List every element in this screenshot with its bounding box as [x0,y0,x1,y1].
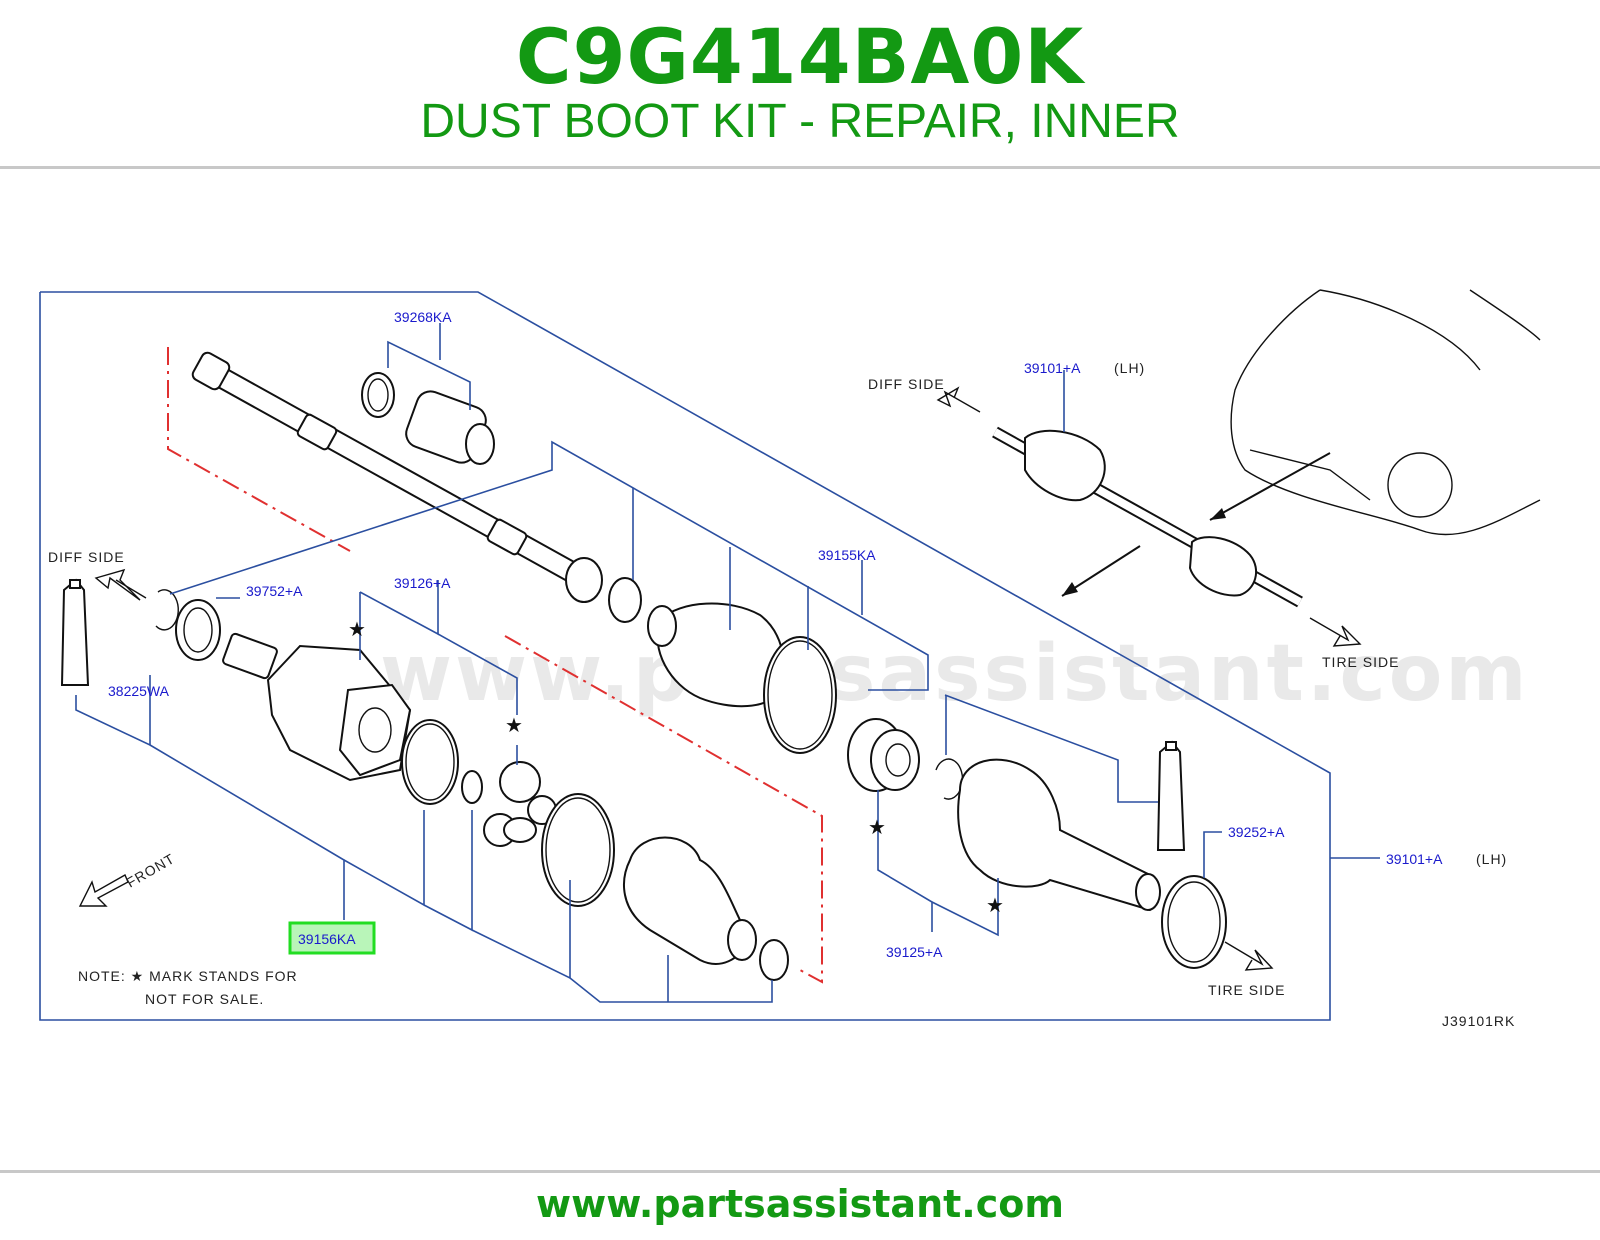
arrow-tire-side-top [1309,617,1362,647]
dust-shield-seal[interactable] [1161,875,1227,969]
dynamic-damper[interactable] [402,387,495,466]
header: C9G414BA0K DUST BOOT KIT - REPAIR, INNER [0,0,1600,168]
exploded-parts-diagram: www.partsassistant.com [39,289,1541,1029]
leader-39125A-left [877,790,933,932]
part-label-39155KA[interactable]: 39155KA [818,547,876,563]
diagram-frame [39,291,1331,1021]
arrow-diff-side-left [94,568,147,601]
arrow-front [78,874,129,907]
part-label-38225WA[interactable]: 38225WA [108,683,170,699]
snap-ring[interactable] [461,770,483,804]
lh-label-top: (LH) [1114,360,1145,376]
oil-seal[interactable] [175,599,221,661]
leader-39268KA [387,340,471,410]
ball-cage[interactable] [847,718,920,792]
not-for-sale-star: ★ [505,715,523,737]
pointer-arrowhead-vehicle [1210,508,1226,520]
leader-39156KA [149,744,345,920]
header-divider [0,166,1600,169]
part-description: DUST BOOT KIT - REPAIR, INNER [420,95,1180,148]
leader-snap-ring [423,810,473,932]
part-label-39101A-right[interactable]: 39101+A [1386,851,1443,867]
note-line-1: NOTE: ★ MARK STANDS FOR [78,968,298,984]
part-label-39252A[interactable]: 39252+A [1228,824,1285,840]
outer-joint-assembly[interactable] [957,758,1161,912]
part-label-39156KA[interactable]: 39156KA [298,931,356,947]
circlip-outer[interactable] [935,758,964,800]
grease-tube-right[interactable] [1156,740,1186,851]
vehicle-outline [1230,289,1541,536]
part-number: C9G414BA0K [515,12,1085,101]
guide-line-shaft [167,347,351,552]
inner-joint-housing[interactable] [222,632,412,782]
not-for-sale-star: ★ [348,619,366,641]
leader-39752-frame [169,440,929,691]
part-label-39752A[interactable]: 39752+A [246,583,303,599]
leader-39125A-right [931,878,999,937]
pointer-arrowhead-shaft [1062,582,1078,596]
o-ring[interactable] [401,719,459,805]
front-label: FRONT [124,850,178,890]
boot-band-inner-small[interactable] [759,939,789,981]
note-line-2: NOT FOR SALE. [145,991,264,1007]
leader-o-ring [343,810,425,907]
watermark: www.partsassistant.com [380,629,1530,719]
diff-side-label-right: DIFF SIDE [868,376,945,392]
boot-band-large[interactable] [763,636,837,754]
not-for-sale-star: ★ [868,817,886,839]
grease-tube-left[interactable] [60,578,90,686]
arrow-diff-side-right [936,386,981,413]
drive-shaft-assembly-thumbnail[interactable] [992,426,1303,608]
outer-dust-boot[interactable] [647,602,785,708]
drive-shaft[interactable] [191,351,603,603]
footer-url[interactable]: www.partsassistant.com [536,1182,1064,1226]
leader-39252A [1203,831,1222,878]
guide-line-inner-joint [504,635,823,984]
arrow-tire-side-bottom [1224,941,1274,971]
part-label-39101A-top[interactable]: 39101+A [1024,360,1081,376]
tire-side-label-top: TIRE SIDE [1322,654,1399,670]
leader-inner-bottom [569,977,773,1003]
diff-side-label-left: DIFF SIDE [48,549,125,565]
boot-band-inner-large[interactable] [541,793,615,907]
not-for-sale-star: ★ [986,895,1004,917]
leader-grease-right [944,694,1158,803]
lh-label-right: (LH) [1476,851,1507,867]
leader-spider [437,633,518,715]
inner-dust-boot[interactable] [623,836,757,965]
leader-38225WA [75,675,151,747]
tire-side-label-bottom: TIRE SIDE [1208,982,1285,998]
part-label-39126A[interactable]: 39126+A [394,575,451,591]
part-label-39125A[interactable]: 39125+A [886,944,943,960]
circlip[interactable] [155,589,179,631]
boot-band-small[interactable] [608,577,642,623]
highlight-box [288,921,376,955]
part-label-39268KA[interactable]: 39268KA [394,309,452,325]
diagram-code: J39101RK [1442,1013,1515,1029]
footer-divider [0,1170,1600,1173]
pointer-arrow-vehicle [1209,452,1331,521]
damper-band[interactable] [361,372,395,418]
spider-assembly[interactable] [483,761,557,847]
